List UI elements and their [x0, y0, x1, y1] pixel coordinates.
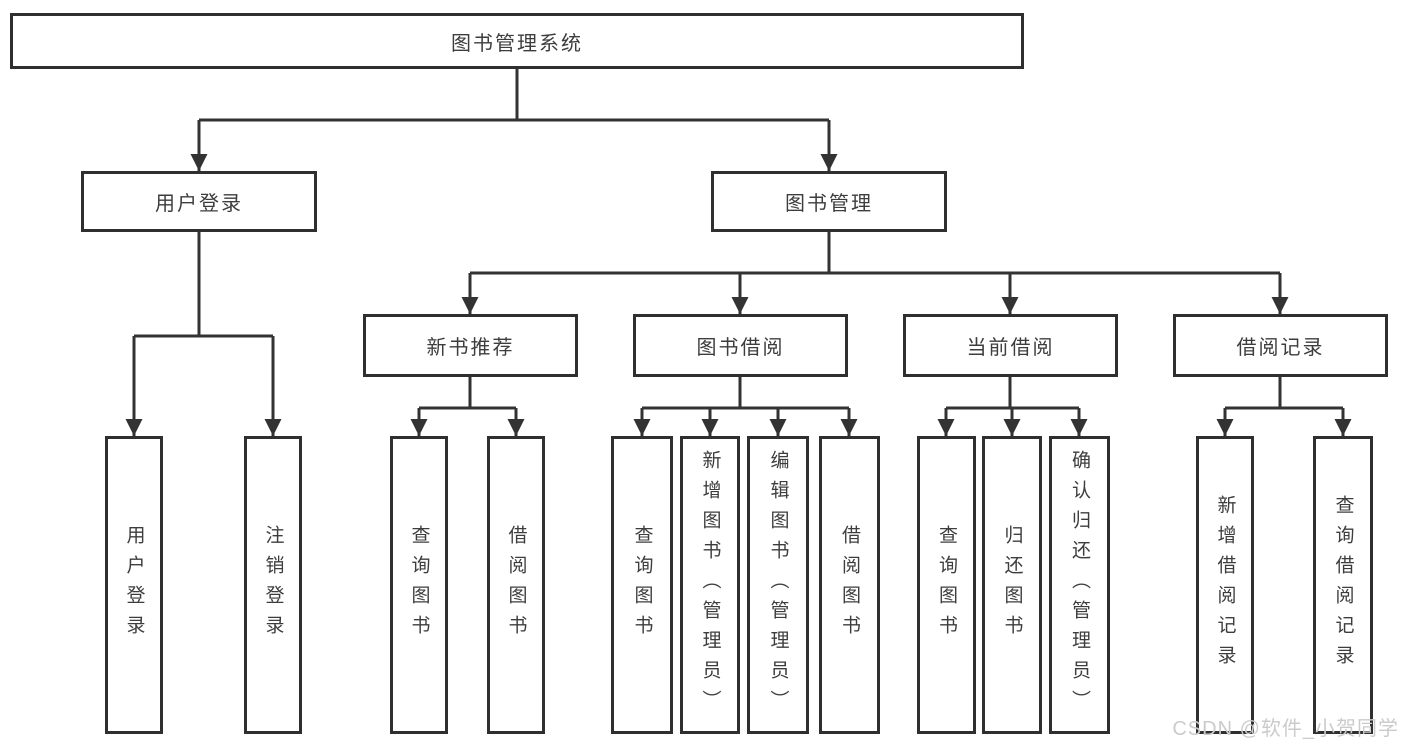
- leaf-confirm-return-admin-label: 确认归还（管理员）: [1069, 450, 1090, 720]
- trunk-current-to-leaves: [946, 377, 1079, 410]
- node-current-borrowing: 当前借阅: [903, 314, 1118, 377]
- leaf-edit-books-admin-label: 编辑图书（管理员）: [767, 450, 789, 720]
- leaf-query-books-1: 查询图书: [390, 436, 448, 734]
- leaf-borrow-books-2-label: 借阅图书: [839, 525, 860, 645]
- leaf-add-books-admin-label: 新增图书（管理员）: [699, 450, 721, 720]
- leaf-return-books: 归还图书: [982, 436, 1042, 734]
- leaf-return-books-label: 归还图书: [1001, 525, 1023, 645]
- leaf-borrow-books-1: 借阅图书: [487, 436, 545, 734]
- trunk-records-to-leaves: [1225, 377, 1343, 410]
- leaf-borrow-books-1-label: 借阅图书: [505, 525, 527, 645]
- leaf-add-borrow-record: 新增借阅记录: [1196, 436, 1254, 734]
- leaf-query-borrow-record: 查询借阅记录: [1313, 436, 1373, 734]
- leaf-query-borrow-record-label: 查询借阅记录: [1332, 495, 1354, 675]
- leaf-query-books-3-label: 查询图书: [936, 525, 957, 645]
- leaf-edit-books-admin: 编辑图书（管理员）: [747, 436, 809, 734]
- trunk-newbook-to-leaves: [419, 377, 516, 410]
- trunk-root-to-level2: [199, 69, 829, 122]
- node-book-borrowing: 图书借阅: [633, 314, 848, 377]
- trunk-bookmgmt-to-level3: [470, 232, 1280, 275]
- leaf-query-books-2-label: 查询图书: [631, 525, 653, 645]
- leaf-logout: 注销登录: [244, 436, 302, 734]
- node-borrowing-records: 借阅记录: [1173, 314, 1388, 377]
- leaf-borrow-books-2: 借阅图书: [819, 436, 880, 734]
- leaf-add-books-admin: 新增图书（管理员）: [680, 436, 740, 734]
- trunk-userlogin-to-leaves: [134, 232, 273, 338]
- leaf-add-borrow-record-label: 新增借阅记录: [1214, 495, 1236, 675]
- node-book-management: 图书管理: [711, 171, 947, 232]
- leaf-confirm-return-admin: 确认归还（管理员）: [1049, 436, 1110, 734]
- trunk-borrow-to-leaves: [642, 377, 849, 410]
- leaf-query-books-3: 查询图书: [917, 436, 976, 734]
- node-new-book-recommend: 新书推荐: [363, 314, 578, 377]
- leaf-query-books-1-label: 查询图书: [408, 525, 430, 645]
- leaf-logout-label: 注销登录: [262, 525, 284, 645]
- leaf-user-login-label: 用户登录: [123, 525, 145, 645]
- node-user-login: 用户登录: [81, 171, 317, 232]
- leaf-query-books-2: 查询图书: [611, 436, 673, 734]
- leaf-user-login: 用户登录: [105, 436, 163, 734]
- node-library-system: 图书管理系统: [10, 13, 1024, 69]
